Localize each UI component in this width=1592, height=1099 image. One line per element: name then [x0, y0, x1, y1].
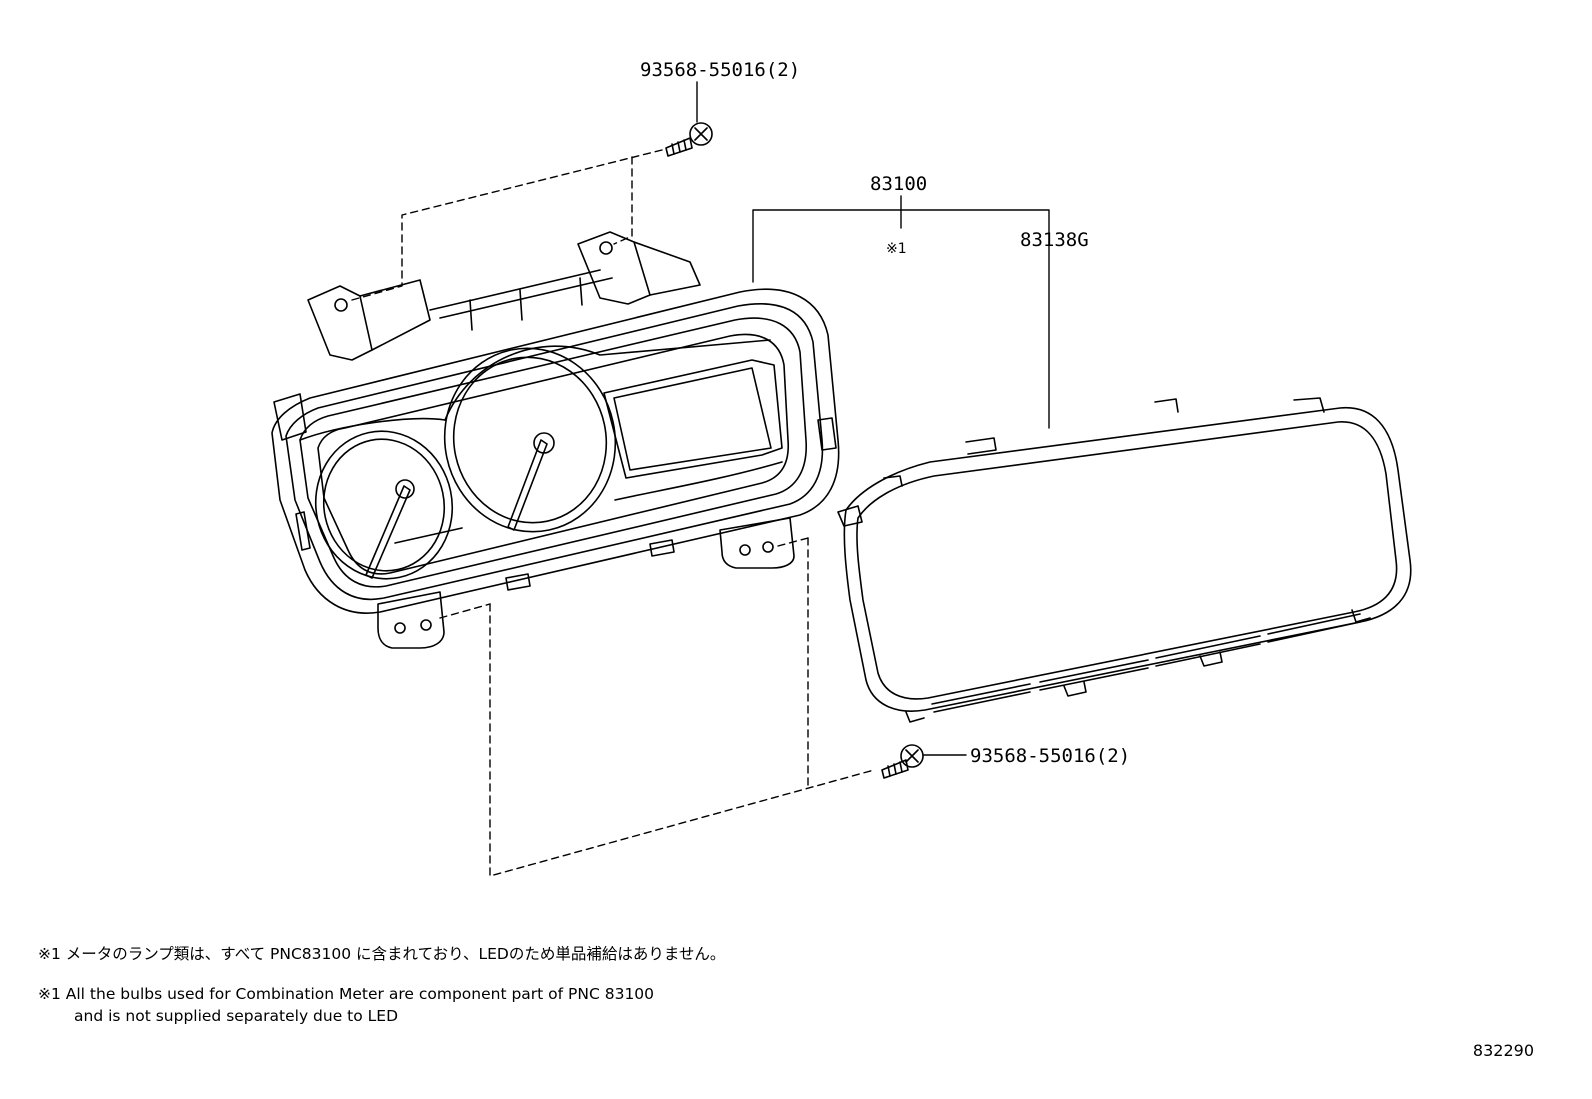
label-screw-top: 93568-55016(2) [640, 59, 800, 81]
leader-lines [696, 81, 1050, 756]
note-english-line2: and is not supplied separately due to LE… [74, 1007, 399, 1025]
note-japanese: ※1 メータのランプ類は、すべて PNC83100 に含まれており、LEDのため… [38, 945, 726, 963]
install-lines [351, 149, 875, 877]
note-english-line1: ※1 All the bulbs used for Combination Me… [38, 985, 655, 1003]
label-meter-assembly: 83100 [870, 173, 927, 195]
label-screw-bottom: 93568-55016(2) [970, 745, 1130, 767]
combination-meter-assembly [271, 231, 840, 649]
screw-top [665, 122, 713, 157]
label-meter-note-mark: ※1 [886, 241, 907, 257]
meter-glass [837, 397, 1412, 723]
screw-bottom [881, 744, 924, 779]
illustration-id: 832290 [1472, 1041, 1534, 1060]
label-glass: 83138G [1020, 229, 1089, 251]
